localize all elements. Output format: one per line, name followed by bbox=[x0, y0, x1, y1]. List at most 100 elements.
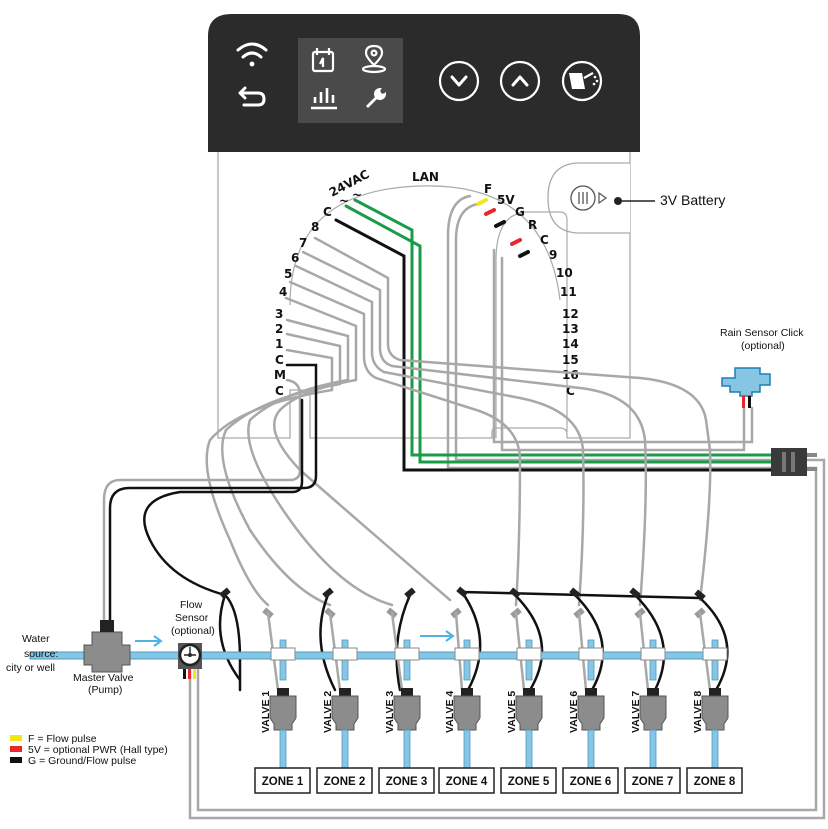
term-13: 13 bbox=[562, 322, 579, 336]
wire-zone-6 bbox=[294, 264, 585, 607]
valve-label: VALVE 4 bbox=[444, 691, 456, 733]
term-r: R bbox=[528, 218, 537, 232]
zone-label: ZONE 8 bbox=[694, 776, 736, 788]
right-terminal-outline bbox=[495, 211, 568, 438]
wire-zone-2 bbox=[220, 332, 342, 607]
legend-swatch-g bbox=[10, 757, 22, 763]
term-16: 16 bbox=[562, 368, 579, 382]
valve-6: VALVE 6 ZONE 6 bbox=[562, 639, 619, 794]
rain-sensor-body bbox=[721, 367, 771, 397]
term-vac1: ~ bbox=[339, 194, 349, 208]
menu-panel bbox=[298, 38, 403, 123]
main-pipe bbox=[29, 630, 725, 660]
flow-sensor: Flow Sensor (optional) bbox=[171, 599, 215, 679]
term-f: F bbox=[484, 182, 492, 196]
wire-master-valve bbox=[102, 378, 302, 622]
zone-label: ZONE 4 bbox=[446, 776, 488, 788]
battery-label: 3V Battery bbox=[660, 192, 725, 208]
chart-icon[interactable] bbox=[311, 88, 337, 110]
wire-zone-8 bbox=[313, 236, 712, 602]
transformer-plug bbox=[771, 448, 807, 476]
controller: 3V Battery LAN 24VAC C ~ ~ 8 7 6 5 4 3 2… bbox=[208, 14, 725, 439]
term-5v: 5V bbox=[497, 193, 515, 207]
legend-5v: 5V = optional PWR (Hall type) bbox=[28, 744, 168, 756]
term-c-right: C bbox=[540, 233, 549, 247]
wire-connectors bbox=[219, 586, 706, 601]
legend: F = Flow pulse 5V = optional PWR (Hall t… bbox=[10, 733, 168, 767]
flow-sensor-label-2: Sensor bbox=[175, 612, 209, 624]
rain-sensor-label-2: (optional) bbox=[741, 340, 785, 352]
term-m: M bbox=[274, 368, 286, 382]
chevron-down-icon[interactable] bbox=[438, 60, 480, 102]
back-icon[interactable] bbox=[238, 86, 266, 107]
left-terminals: C ~ ~ 8 7 6 5 4 3 2 1 C M C bbox=[274, 188, 362, 398]
watering-can-icon[interactable] bbox=[561, 60, 603, 102]
calendar-icon[interactable] bbox=[311, 48, 335, 73]
valve-label: VALVE 6 bbox=[568, 691, 580, 733]
flow-sensor-label-3: (optional) bbox=[171, 625, 215, 637]
legend-g: G = Ground/Flow pulse bbox=[28, 755, 136, 767]
valve-4: VALVE 4 ZONE 4 bbox=[438, 639, 495, 794]
zone-label: ZONE 3 bbox=[386, 776, 428, 788]
valve-label: VALVE 2 bbox=[322, 691, 334, 733]
term-14: 14 bbox=[562, 337, 579, 351]
rain-sensor: Rain Sensor Click (optional) bbox=[720, 327, 804, 408]
wire-rain-sensor-2 bbox=[492, 248, 754, 444]
term-6: 6 bbox=[291, 251, 299, 265]
valve-label: VALVE 8 bbox=[692, 691, 704, 733]
term-12: 12 bbox=[562, 307, 579, 321]
water-source-label-3: city or well bbox=[6, 662, 55, 674]
term-c1: C bbox=[275, 353, 284, 367]
zone-label: ZONE 7 bbox=[632, 776, 674, 788]
zone-label: ZONE 1 bbox=[262, 776, 304, 788]
zone-label: ZONE 5 bbox=[508, 776, 550, 788]
right-terminals: F 5V G R C 9 10 11 12 13 14 15 16 C bbox=[484, 182, 579, 398]
terminal-arch bbox=[289, 185, 561, 306]
battery-icon bbox=[570, 185, 655, 211]
wifi-icon[interactable] bbox=[236, 42, 268, 67]
term-vac2: ~ bbox=[352, 188, 362, 202]
term-5: 5 bbox=[284, 267, 292, 281]
term-4: 4 bbox=[279, 285, 287, 299]
water-source: Water source: city or well bbox=[6, 633, 58, 674]
valve-label: VALVE 5 bbox=[506, 691, 518, 733]
valve-2: VALVE 2 ZONE 2 bbox=[316, 639, 373, 794]
lan-label: LAN bbox=[412, 170, 439, 184]
legend-f: F = Flow pulse bbox=[28, 733, 97, 745]
chevron-up-icon[interactable] bbox=[499, 60, 541, 102]
term-7: 7 bbox=[299, 236, 307, 250]
term-1: 1 bbox=[275, 337, 283, 351]
valve-3: VALVE 3 ZONE 3 bbox=[378, 639, 435, 794]
wire-common-black-master bbox=[108, 363, 318, 622]
wire-rain-sensor-1 bbox=[500, 256, 746, 452]
term-10: 10 bbox=[556, 266, 573, 280]
zone-label: ZONE 6 bbox=[570, 776, 612, 788]
legend-swatch-5v bbox=[10, 746, 22, 752]
wire-zone-7 bbox=[301, 250, 648, 607]
wire-24vac-2 bbox=[344, 204, 782, 464]
wire-flow-loop-outer bbox=[188, 202, 826, 820]
wire-24vac-1 bbox=[353, 198, 782, 457]
valve-label: VALVE 7 bbox=[630, 691, 642, 733]
wire-common bbox=[334, 218, 782, 472]
master-valve-label-1: Master Valve bbox=[73, 672, 134, 684]
valve-label: VALVE 3 bbox=[384, 691, 396, 733]
wire-common-black-valves bbox=[143, 398, 304, 692]
master-valve: Master Valve (Pump) bbox=[73, 620, 134, 696]
valve-7: VALVE 7 ZONE 7 bbox=[624, 639, 681, 794]
term-c-top: C bbox=[323, 205, 332, 219]
term-9: 9 bbox=[549, 248, 557, 262]
water-source-label-2: source: bbox=[24, 648, 58, 660]
location-icon[interactable] bbox=[361, 44, 387, 74]
term-15: 15 bbox=[562, 353, 579, 367]
term-c-bottom: C bbox=[566, 384, 575, 398]
wrench-icon[interactable] bbox=[366, 88, 386, 108]
term-3: 3 bbox=[275, 307, 283, 321]
wire-zone-1 bbox=[205, 348, 334, 607]
valve-8: VALVE 8 ZONE 8 bbox=[686, 639, 743, 794]
zone-label: ZONE 2 bbox=[324, 776, 366, 788]
term-11: 11 bbox=[560, 285, 577, 299]
